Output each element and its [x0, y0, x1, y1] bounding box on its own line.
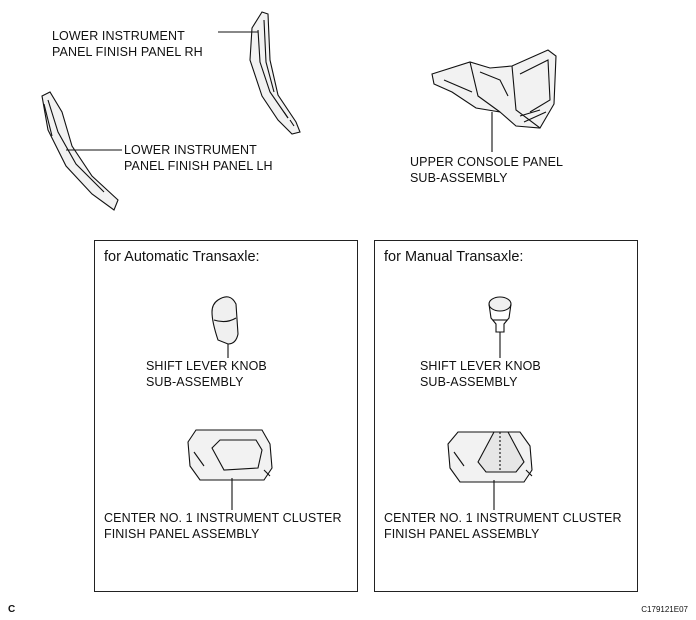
- upper-console-part: [431, 49, 557, 129]
- manual-transaxle-box: [374, 240, 638, 592]
- mt-shift-knob-part: [488, 296, 512, 333]
- automatic-box-title: for Automatic Transaxle:: [104, 249, 260, 265]
- at-finish-panel-part: [187, 429, 273, 481]
- lower-panel-lh-part: [41, 91, 119, 211]
- figure-id: C179121E07: [641, 605, 688, 614]
- manual-box-title: for Manual Transaxle:: [384, 249, 524, 265]
- lower-panel-rh-part: [249, 11, 301, 135]
- mt-finish-panel-part: [447, 431, 533, 483]
- corner-letter: C: [8, 604, 16, 615]
- automatic-transaxle-box: [94, 240, 358, 592]
